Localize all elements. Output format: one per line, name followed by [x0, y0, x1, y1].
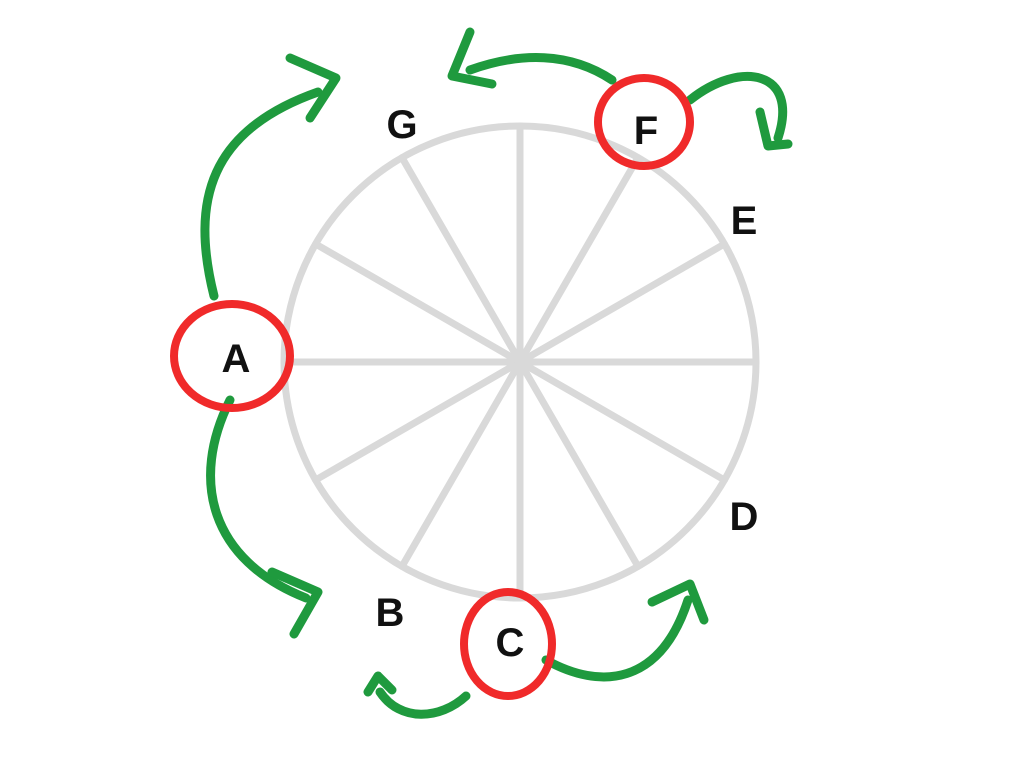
transition-arrows: [200, 27, 793, 719]
node-labels: A B C D E F G: [222, 103, 759, 665]
highlight-ring-f: [594, 74, 694, 170]
wheel-spoke: [398, 154, 642, 570]
arrow-f-to-g: [447, 27, 617, 89]
arrow-a-to-g: [200, 53, 341, 301]
arrow-c-to-b: [363, 671, 471, 719]
node-label-f: F: [634, 109, 658, 153]
node-label-e: E: [731, 199, 758, 243]
arrow-a-to-b: [206, 395, 323, 639]
node-label-c: C: [496, 621, 525, 665]
node-label-g: G: [386, 103, 417, 147]
highlight-rings: [170, 74, 694, 700]
highlight-ring-c: [460, 588, 556, 700]
node-label-a: A: [222, 337, 251, 381]
highlight-ring-a: [170, 300, 294, 412]
wheel-spokes: [280, 122, 760, 602]
node-label-d: D: [730, 495, 759, 539]
arrow-c-to-d: [541, 579, 709, 682]
arrow-f-to-e: [685, 72, 793, 151]
wheel: [280, 122, 760, 602]
node-label-b: B: [376, 591, 405, 635]
